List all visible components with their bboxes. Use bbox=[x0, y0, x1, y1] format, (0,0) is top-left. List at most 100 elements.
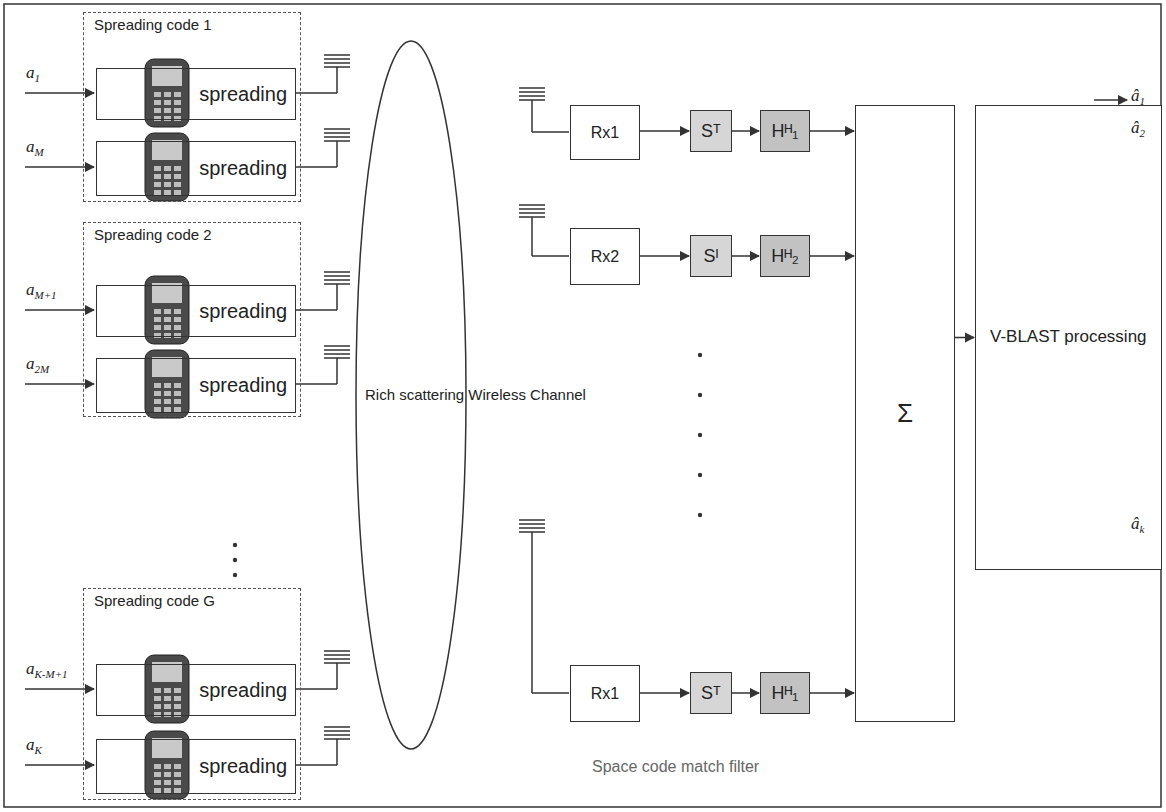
antenna-symbol bbox=[324, 279, 350, 281]
phone-key bbox=[174, 182, 181, 187]
signal-arrow bbox=[640, 255, 689, 257]
box-label: Hᴴ₁ bbox=[772, 120, 799, 143]
illustration bbox=[25, 55, 1127, 799]
antenna-feed bbox=[532, 255, 569, 257]
phone-screen bbox=[152, 140, 182, 160]
channel-filter-box: Hᴴ₂ bbox=[760, 235, 810, 277]
signal-arrow bbox=[810, 130, 854, 132]
group-heading: Spreading code 2 bbox=[84, 223, 300, 245]
antenna-feed bbox=[532, 692, 569, 694]
phone-key bbox=[164, 92, 171, 97]
box-label: Rx1 bbox=[591, 123, 619, 143]
phone-icon bbox=[145, 133, 189, 201]
antenna-symbol bbox=[324, 658, 350, 660]
phone-key bbox=[154, 100, 161, 105]
phone-key bbox=[154, 190, 161, 195]
box-label: Rich scattering Wireless Channel bbox=[365, 386, 586, 405]
box-label: spreading bbox=[199, 82, 287, 107]
antenna-feed bbox=[336, 67, 338, 93]
phone-key bbox=[174, 166, 181, 171]
signal-arrow bbox=[732, 692, 759, 694]
antenna-symbol bbox=[519, 87, 545, 89]
antenna-feed bbox=[296, 309, 337, 311]
spreading-box: spreading bbox=[96, 141, 296, 196]
box-label: spreading bbox=[199, 299, 287, 324]
antenna-symbol bbox=[519, 91, 545, 93]
phone-icon bbox=[145, 350, 189, 418]
box-label: spreading bbox=[199, 754, 287, 779]
antenna-symbol bbox=[324, 66, 350, 68]
signal-arrow bbox=[732, 255, 759, 257]
output-arrow bbox=[1094, 99, 1127, 101]
phone-key bbox=[154, 712, 161, 717]
receiver-box: Rx1 bbox=[570, 105, 640, 160]
antenna-symbol bbox=[324, 128, 350, 130]
box-label: Sᵀ bbox=[701, 120, 721, 143]
phone-key bbox=[154, 174, 161, 179]
phone-key bbox=[154, 333, 161, 338]
spreading-code-group: Spreading code Gspreadingspreading bbox=[83, 588, 301, 800]
antenna-symbol bbox=[324, 136, 350, 138]
phone-key bbox=[164, 780, 171, 785]
phone-key bbox=[154, 780, 161, 785]
ellipsis-dot bbox=[233, 543, 237, 547]
antenna-symbol bbox=[324, 734, 350, 736]
antenna-symbol bbox=[324, 283, 350, 285]
phone-key bbox=[164, 325, 171, 330]
vblast-box: V-BLAST processing bbox=[975, 105, 1162, 570]
box-label: Hᴴ₁ bbox=[772, 682, 799, 705]
antenna-symbol bbox=[324, 345, 350, 347]
phone-key bbox=[164, 182, 171, 187]
phone-key bbox=[164, 712, 171, 717]
phone-key bbox=[164, 174, 171, 179]
outer-frame bbox=[4, 4, 1161, 807]
antenna-feed bbox=[296, 166, 337, 168]
phone-key bbox=[174, 704, 181, 709]
antenna-symbol bbox=[519, 204, 545, 206]
phone-key bbox=[154, 688, 161, 693]
antenna-symbol bbox=[324, 271, 350, 273]
phone-key bbox=[164, 309, 171, 314]
phone-key bbox=[164, 788, 171, 793]
antenna-feed bbox=[532, 131, 569, 133]
phone-key bbox=[164, 399, 171, 404]
phone-key bbox=[174, 333, 181, 338]
box-label: Rx1 bbox=[591, 684, 619, 704]
phone-key bbox=[154, 383, 161, 388]
phone-key bbox=[174, 383, 181, 388]
antenna-feed bbox=[296, 383, 337, 385]
antenna-symbol bbox=[324, 730, 350, 732]
antenna-symbol bbox=[324, 357, 350, 359]
ellipsis-dot bbox=[698, 513, 702, 517]
phone-screen bbox=[152, 66, 182, 86]
antenna-symbol bbox=[519, 95, 545, 97]
antenna-symbol bbox=[519, 523, 545, 525]
phone-key bbox=[154, 92, 161, 97]
phone-key bbox=[164, 688, 171, 693]
box-label: Sᴵ bbox=[703, 245, 718, 268]
phone-screen bbox=[152, 662, 182, 682]
antenna-symbol bbox=[519, 527, 545, 529]
phone-key bbox=[164, 108, 171, 113]
phone-key bbox=[154, 764, 161, 769]
box-label: Hᴴ₂ bbox=[771, 245, 799, 268]
input-symbol: aK bbox=[26, 735, 42, 756]
antenna-feed bbox=[531, 532, 533, 693]
antenna-symbol bbox=[324, 140, 350, 142]
phone-key bbox=[164, 704, 171, 709]
spreading-code-group: Spreading code 2spreadingspreading bbox=[83, 222, 301, 417]
spreading-box: spreading bbox=[96, 739, 296, 794]
phone-key bbox=[164, 166, 171, 171]
input-symbol: aK-M+1 bbox=[26, 659, 68, 680]
phone-key bbox=[164, 391, 171, 396]
phone-key bbox=[164, 317, 171, 322]
output-symbol: â2 bbox=[1131, 118, 1145, 139]
box-label: spreading bbox=[199, 678, 287, 703]
antenna-symbol bbox=[519, 208, 545, 210]
phone-icon bbox=[145, 276, 189, 344]
phone-key bbox=[174, 325, 181, 330]
ellipsis-dot bbox=[233, 558, 237, 562]
antenna-feed bbox=[336, 739, 338, 765]
antenna-symbol bbox=[324, 275, 350, 277]
antenna-feed bbox=[336, 141, 338, 167]
